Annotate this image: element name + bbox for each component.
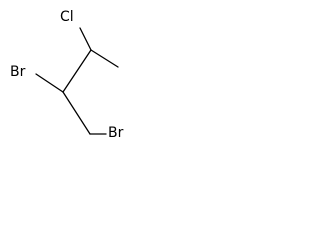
- bond-c3-c4: [90, 49, 119, 68]
- bond-c2-c1: [62, 91, 91, 135]
- atom-label-br-1: Br: [108, 125, 124, 141]
- molecule-structure: Cl Br Br: [10, 9, 124, 141]
- atom-label-br-2: Br: [10, 64, 26, 80]
- bond-c3-c2: [62, 49, 92, 93]
- atom-label-cl: Cl: [60, 9, 74, 25]
- bond-c3-cl: [79, 27, 92, 51]
- bond-c2-br2: [35, 73, 64, 93]
